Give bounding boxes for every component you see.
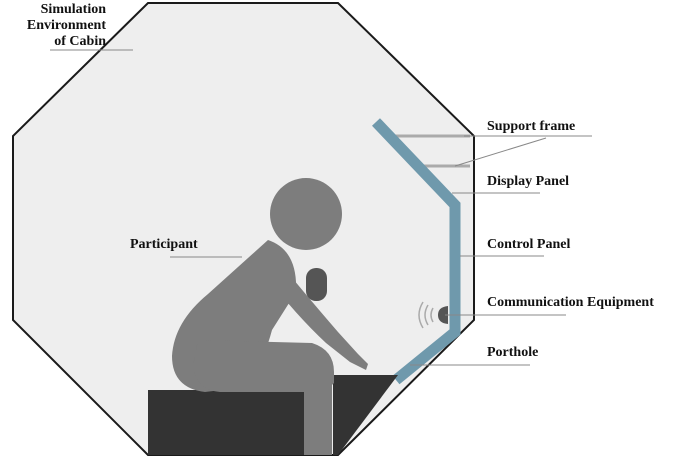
participant-lower-leg — [304, 366, 332, 455]
cabin-title-line-2: Environment — [26, 18, 106, 33]
cabin-title-label: Simulation Environment of Cabin — [8, 2, 106, 50]
communication-equipment-label: Communication Equipment — [487, 295, 654, 310]
participant-thigh — [193, 340, 334, 393]
seat — [148, 390, 304, 455]
leader-support-frame-lower — [454, 137, 547, 167]
cabin-title-line-1: Simulation — [40, 2, 106, 17]
participant-figure — [172, 178, 368, 455]
handheld-device — [306, 268, 327, 301]
console-block — [333, 375, 398, 455]
participant-head — [270, 178, 342, 250]
display-panel-label: Display Panel — [487, 174, 570, 189]
support-frame-label: Support frame — [487, 119, 576, 134]
signal-waves-icon — [418, 301, 434, 329]
cabin-title-line-3: of Cabin — [54, 34, 106, 49]
display-control-panel — [372, 118, 461, 385]
porthole-label: Porthole — [487, 345, 539, 360]
leader-lines — [50, 49, 592, 366]
participant-arm — [266, 258, 368, 370]
participant-label: Participant — [130, 237, 198, 252]
control-panel-label: Control Panel — [487, 237, 571, 252]
communication-device — [438, 306, 448, 324]
